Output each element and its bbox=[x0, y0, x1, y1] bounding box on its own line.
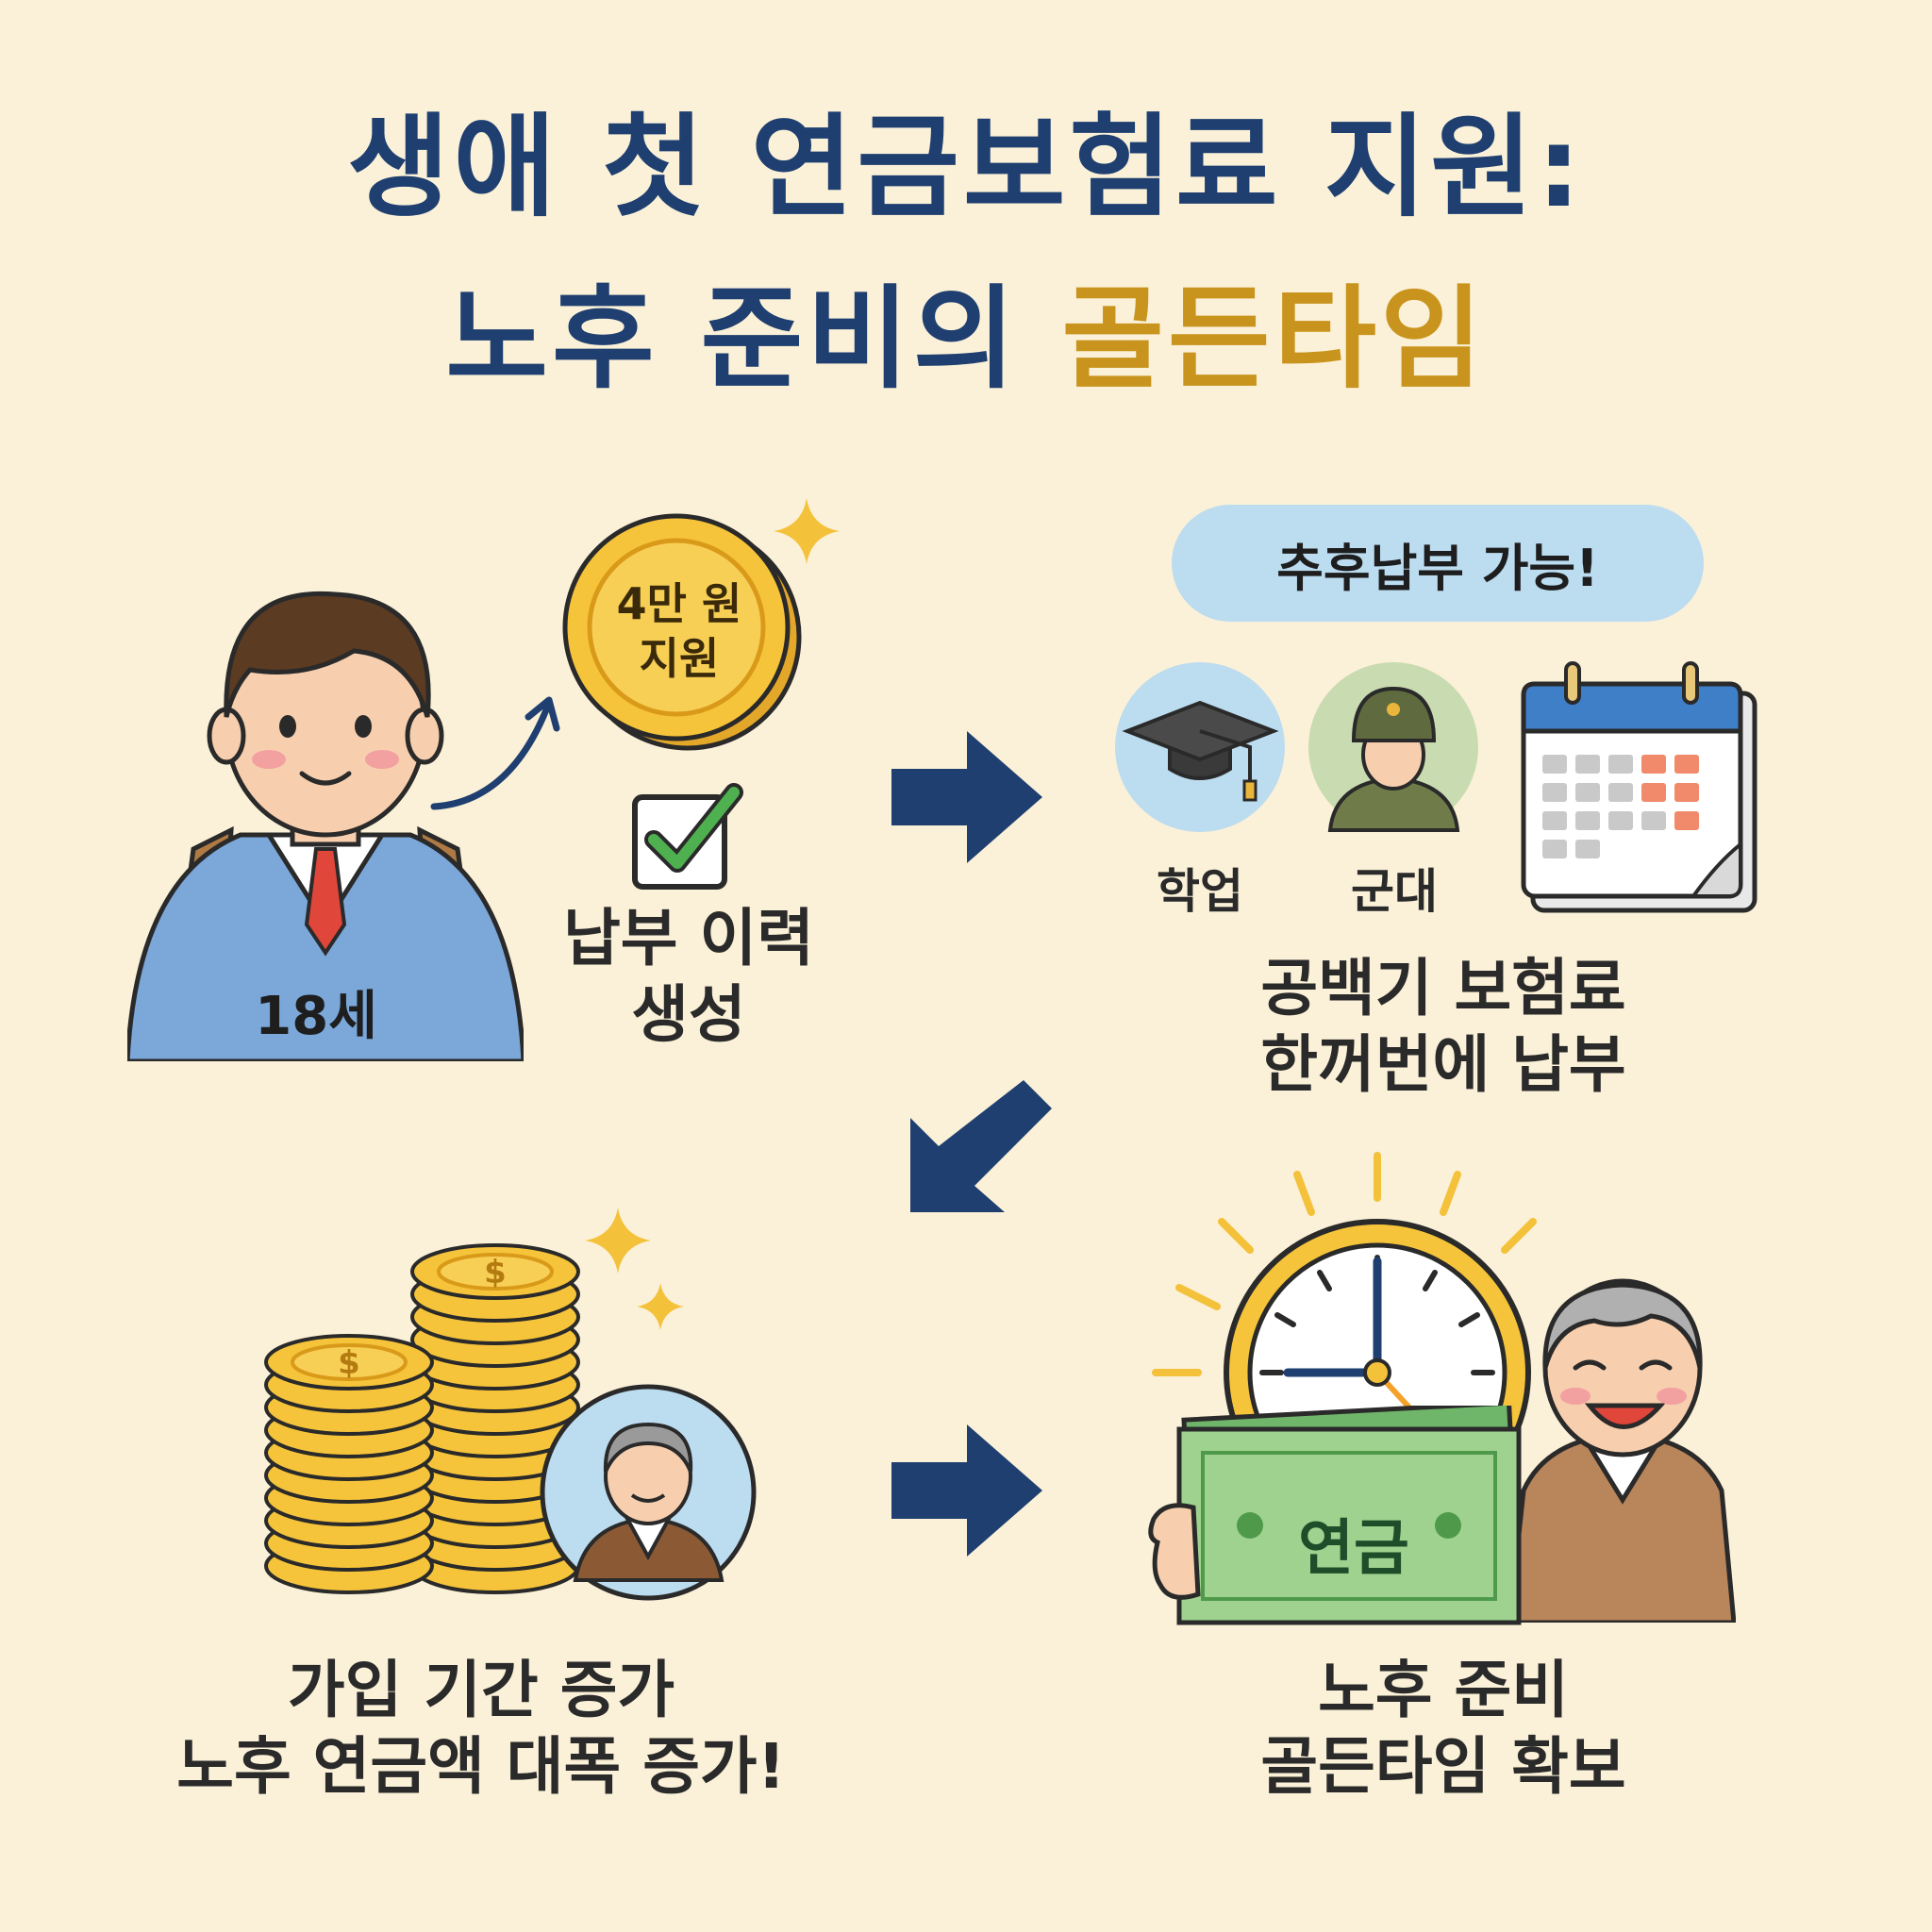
elderly-man-illustration bbox=[1509, 1278, 1736, 1623]
age-badge: 18세 bbox=[255, 986, 377, 1047]
sparkle-icon bbox=[585, 1208, 651, 1274]
coin-amount: 4만 원 bbox=[616, 578, 742, 629]
elderly-person-avatar bbox=[540, 1384, 757, 1601]
coin-stacks-icon: $ $ bbox=[264, 1243, 580, 1594]
label-study: 학업 bbox=[1157, 864, 1243, 919]
title-highlight: 골든타임 bbox=[1061, 274, 1487, 404]
deferred-payment-badge: 추후납부 가능! bbox=[1172, 505, 1704, 622]
step4-caption-line1: 노후 준비 bbox=[1318, 1654, 1569, 1726]
arrow-down-left-icon bbox=[910, 1080, 1052, 1212]
coin-subtitle: 지원 bbox=[639, 632, 720, 684]
step4-caption-line2: 골든타임 확보 bbox=[1260, 1729, 1626, 1803]
sparkle-icon bbox=[774, 498, 840, 564]
step4-caption: 노후 준비 골든타임 확보 bbox=[1160, 1653, 1726, 1805]
curved-arrow-icon bbox=[430, 696, 560, 810]
step2-caption-line2: 한꺼번에 납부 bbox=[1260, 1027, 1626, 1101]
step1-caption: 납부 이력 생성 bbox=[491, 901, 887, 1053]
step2-caption: 공백기 보험료 한꺼번에 납부 bbox=[1160, 951, 1726, 1103]
banknote-icon bbox=[1148, 1406, 1522, 1625]
title-line-2-prefix: 노후 준비의 bbox=[445, 274, 1062, 404]
step3-caption: 가입 기간 증가 노후 연금액 대폭 증가! bbox=[142, 1653, 821, 1805]
student-illustration bbox=[127, 591, 524, 1061]
arrow-right-icon bbox=[891, 1424, 1042, 1557]
step1-caption-line1: 납부 이력 bbox=[563, 902, 814, 974]
step1-caption-line2: 생성 bbox=[631, 977, 746, 1051]
svg-text:$: $ bbox=[484, 1254, 507, 1291]
svg-text:$: $ bbox=[338, 1344, 360, 1382]
calendar-icon bbox=[1521, 661, 1757, 913]
step3-caption-line1: 가입 기간 증가 bbox=[287, 1654, 675, 1726]
sparkle-icon bbox=[637, 1283, 684, 1330]
step3-caption-line2: 노후 연금액 대폭 증가! bbox=[176, 1729, 786, 1803]
checkbox-checked-icon bbox=[632, 783, 743, 890]
graduation-cap-icon bbox=[1115, 662, 1285, 832]
label-military: 군대 bbox=[1351, 864, 1438, 919]
soldier-icon bbox=[1308, 662, 1478, 832]
arrow-right-icon bbox=[891, 731, 1042, 863]
step2-caption-line1: 공백기 보험료 bbox=[1260, 952, 1626, 1024]
coin-label: 4만 원 지원 bbox=[561, 577, 797, 686]
coin-icon bbox=[562, 513, 802, 751]
title-line-1: 생애 첫 연금보험료 지원: bbox=[346, 102, 1586, 232]
banknote-label: 연금 bbox=[1298, 1514, 1409, 1584]
title-line-2: 노후 준비의 골든타임 bbox=[0, 283, 1932, 394]
